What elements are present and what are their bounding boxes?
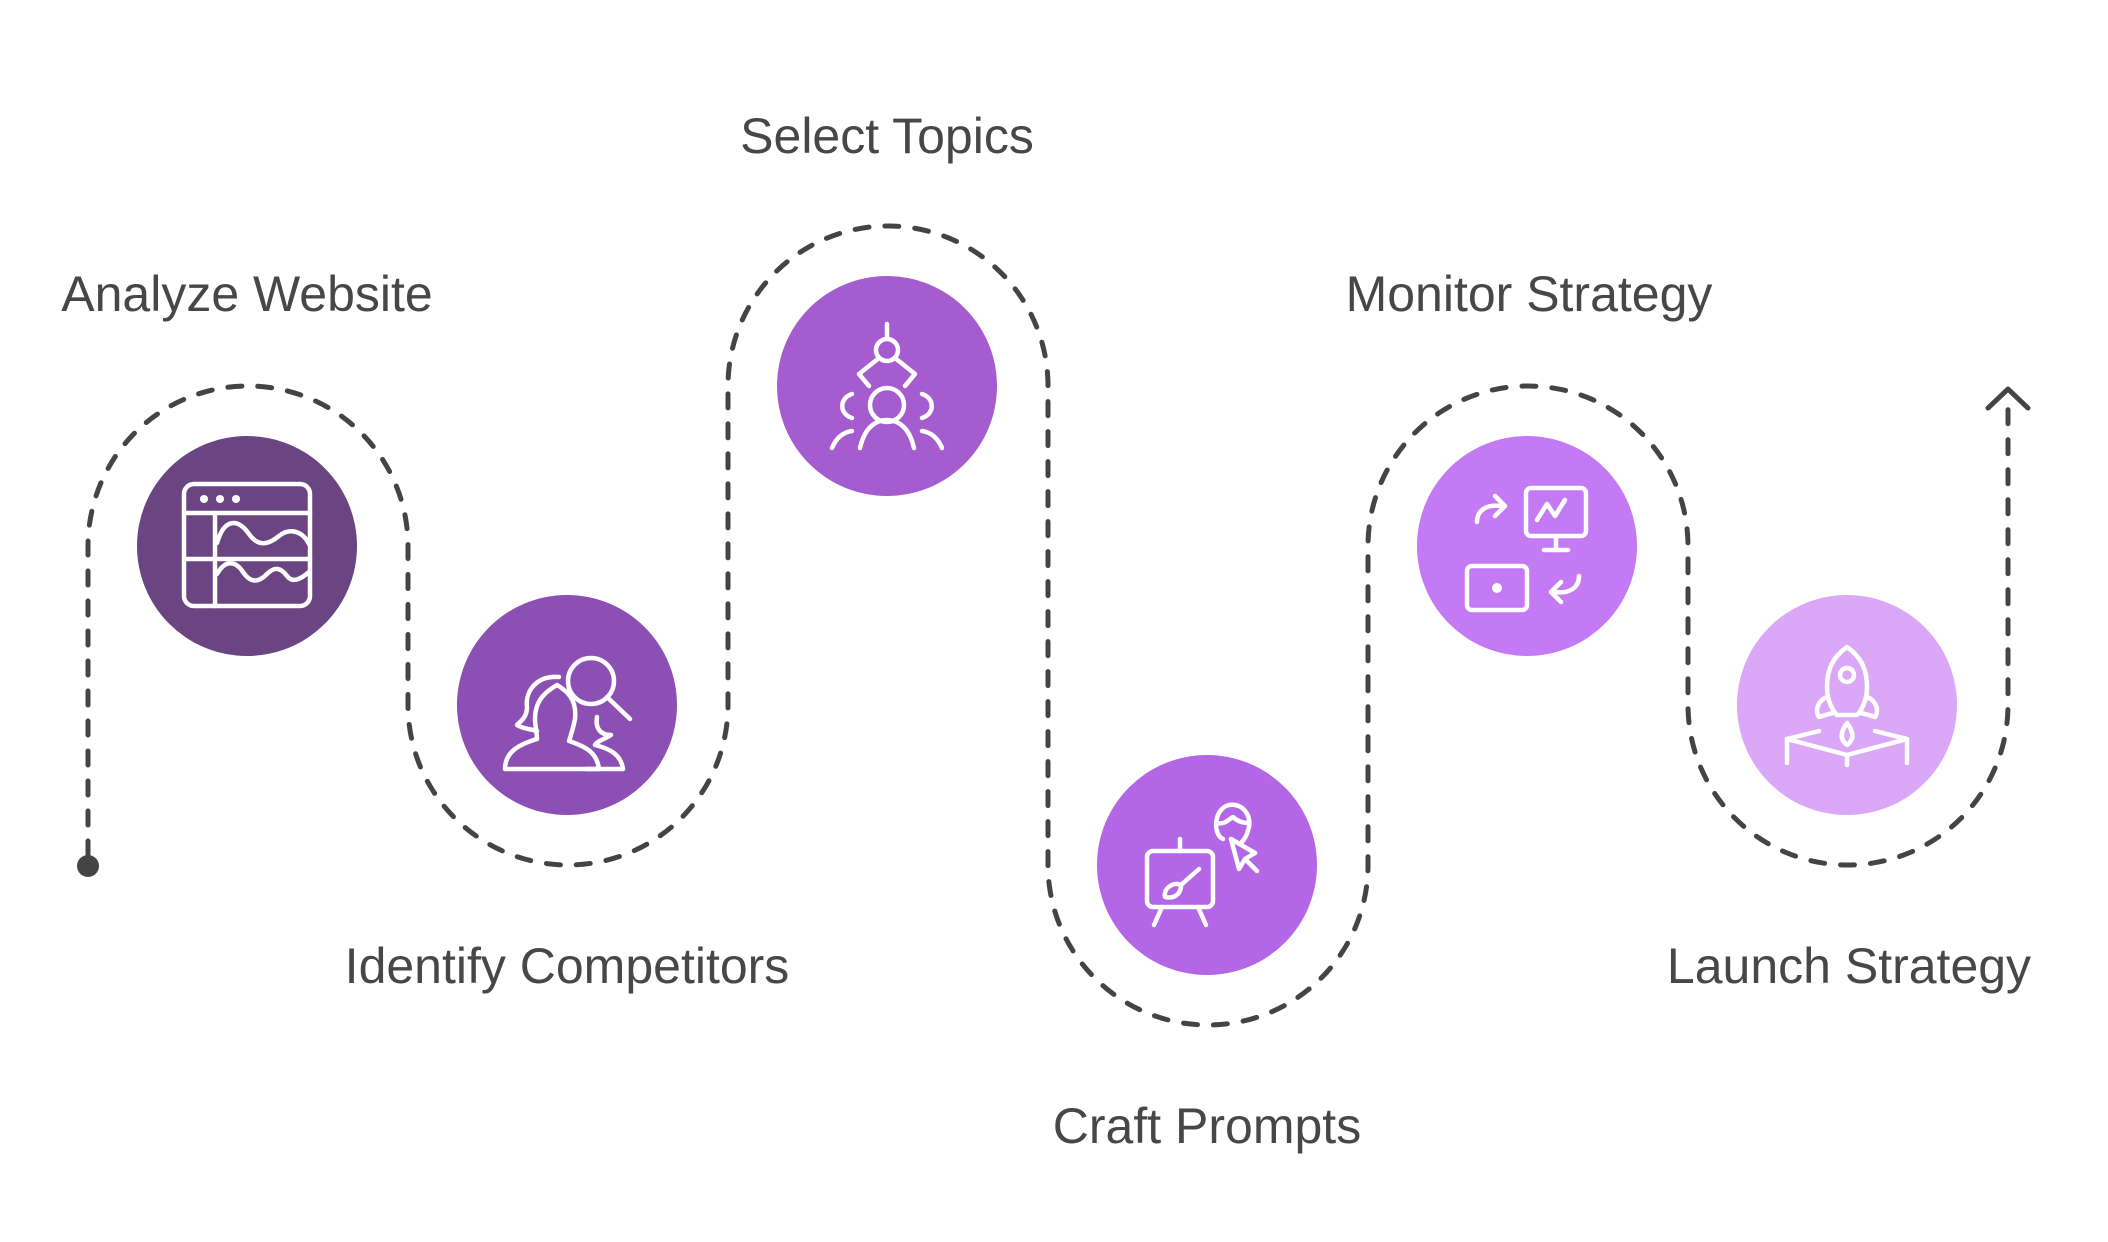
step-launch-strategy: Launch Strategy	[1667, 595, 2031, 994]
step-circle	[1417, 436, 1637, 656]
flow-path	[85, 223, 2011, 1028]
step-label: Launch Strategy	[1667, 938, 2031, 994]
rocket-launch-icon	[1784, 644, 1910, 768]
step-select-topics: Select Topics	[740, 108, 1034, 496]
step-circle	[137, 436, 357, 656]
step-label: Monitor Strategy	[1346, 266, 1713, 322]
step-label: Analyze Website	[61, 266, 432, 322]
step-label: Select Topics	[740, 108, 1034, 164]
step-analyze-website: Analyze Website	[61, 266, 433, 656]
step-circle	[457, 595, 677, 815]
step-label: Identify Competitors	[345, 938, 790, 994]
claw-select-people-icon	[829, 321, 945, 451]
step-identify-competitors: Identify Competitors	[345, 595, 790, 994]
step-monitor-strategy: Monitor Strategy	[1346, 266, 1713, 656]
start-dot	[77, 855, 99, 877]
people-search-icon	[502, 655, 633, 772]
step-circle	[1097, 755, 1317, 975]
step-circle	[1737, 595, 1957, 815]
step-craft-prompts: Craft Prompts	[1053, 755, 1361, 1154]
arrow-head-icon	[1985, 386, 2031, 411]
website-analytics-icon	[181, 481, 313, 609]
monitor-exchange-icon	[1464, 485, 1589, 613]
easel-cursor-icon	[1144, 802, 1260, 928]
step-label: Craft Prompts	[1053, 1098, 1361, 1154]
